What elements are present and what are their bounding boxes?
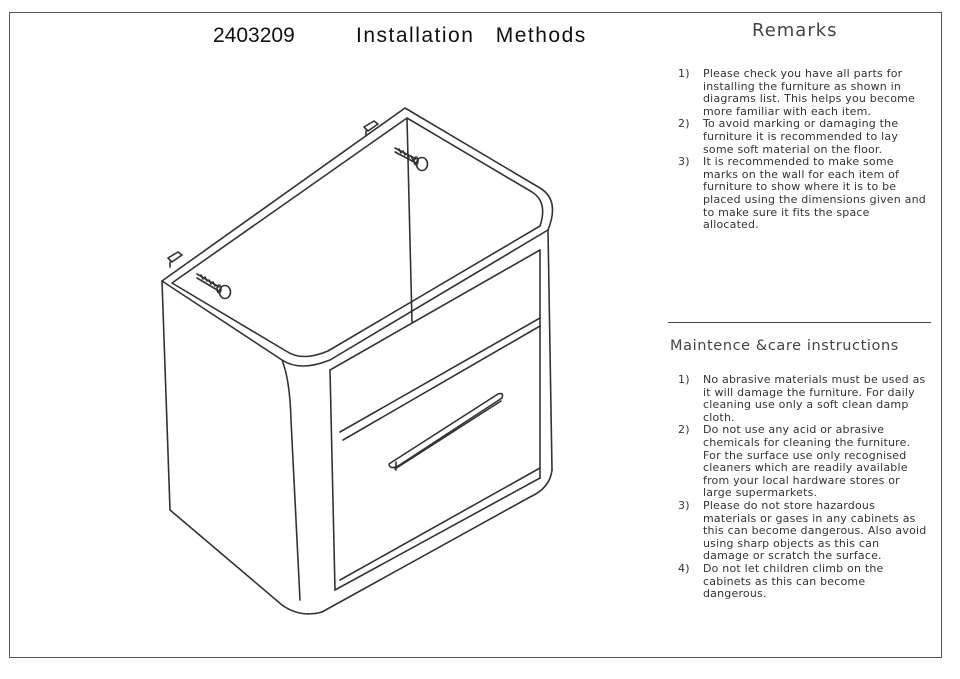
wall-plug-left [167, 251, 183, 268]
maintenance-list: 1) No abrasive materials must be used as… [678, 373, 928, 601]
maintenance-item-number: 3) [678, 498, 690, 512]
maintenance-item: 2) Do not use any acid or abrasive chemi… [678, 424, 928, 500]
remarks-item-number: 2) [678, 117, 690, 131]
drawer-handle [388, 392, 504, 471]
remarks-item-number: 3) [678, 155, 690, 169]
wall-bolt-left [196, 273, 232, 300]
remarks-item-text: It is recommended to make some marks on … [703, 155, 926, 232]
maintenance-item-text: Please do not store hazardous materials … [703, 498, 927, 563]
remarks-item: 3) It is recommended to make some marks … [678, 155, 928, 232]
wall-bolt-right [394, 147, 429, 172]
maintenance-item-text: Do not let children climb on the cabinet… [703, 561, 884, 601]
cabinet-diagram [161, 107, 554, 615]
cabinet-body [161, 107, 554, 615]
maintenance-item-number: 4) [678, 561, 690, 575]
maintenance-item-text: Do not use any acid or abrasive chemical… [703, 423, 911, 500]
section-divider [668, 322, 931, 323]
remarks-item-text: Please check you have all parts for inst… [703, 67, 916, 118]
remarks-heading: Remarks [752, 20, 838, 41]
remarks-item-number: 1) [678, 67, 690, 80]
product-code: 2403209 [213, 24, 295, 47]
maintenance-item-number: 1) [678, 373, 690, 386]
maintenance-heading: Maintence &care instructions [670, 338, 899, 354]
maintenance-item: 3) Please do not store hazardous materia… [678, 498, 928, 563]
maintenance-item: 4) Do not let children climb on the cabi… [678, 561, 928, 601]
page-frame [9, 12, 942, 658]
maintenance-item-number: 2) [678, 423, 690, 437]
maintenance-item: 1) No abrasive materials must be used as… [678, 373, 928, 424]
remarks-list: 1) Please check you have all parts for i… [678, 67, 928, 232]
remarks-item: 2) To avoid marking or damaging the furn… [678, 118, 928, 156]
remarks-item: 1) Please check you have all parts for i… [678, 67, 928, 118]
remarks-item-text: To avoid marking or damaging the furnitu… [703, 117, 899, 156]
maintenance-item-text: No abrasive materials must be used as it… [703, 373, 926, 424]
page-title: Installation Methods [356, 24, 587, 47]
